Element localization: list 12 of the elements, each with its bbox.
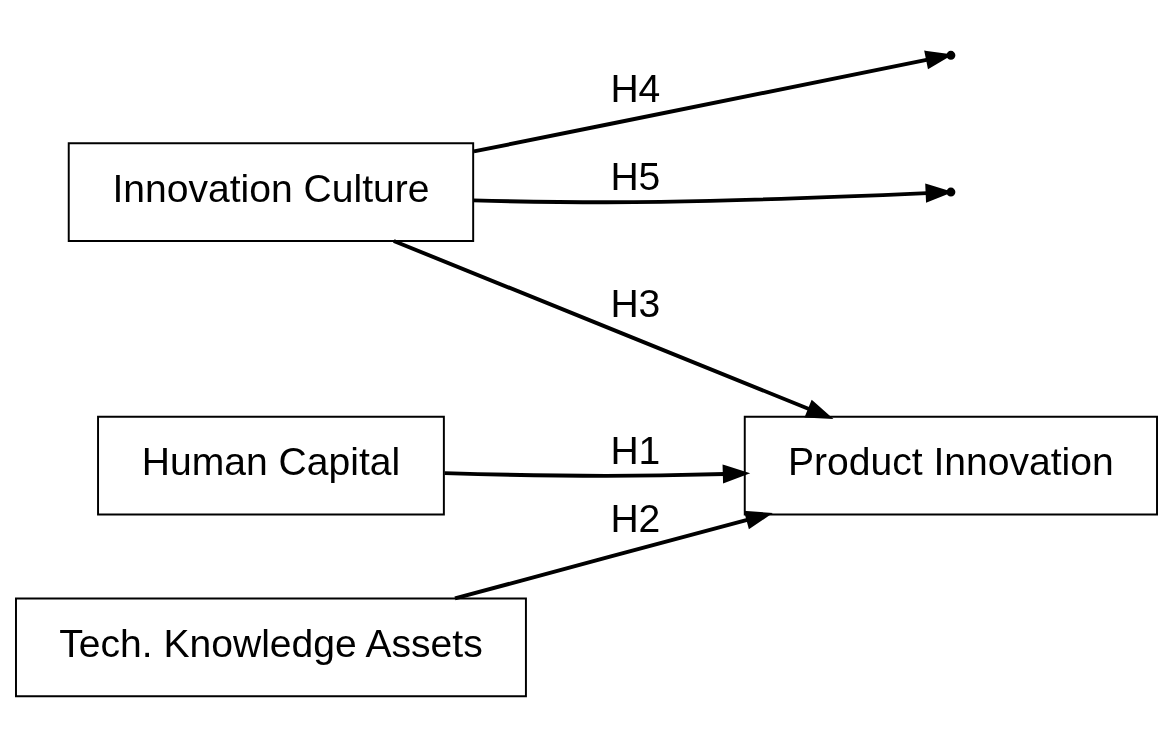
node-box: Product Innovation (743, 415, 1158, 516)
node-box: Human Capital (97, 415, 445, 516)
arrow (444, 464, 751, 484)
edge-label: H3 (610, 282, 661, 326)
edge-label: H1 (610, 428, 661, 472)
edge-label: H4 (610, 67, 661, 111)
edge-label: H2 (610, 497, 661, 541)
node-box: Innovation Culture (67, 142, 475, 242)
arrow (454, 510, 773, 601)
node-box: Tech. Knowledge Assets (15, 597, 527, 698)
edge-label: H5 (610, 155, 661, 199)
arrow (393, 239, 834, 419)
